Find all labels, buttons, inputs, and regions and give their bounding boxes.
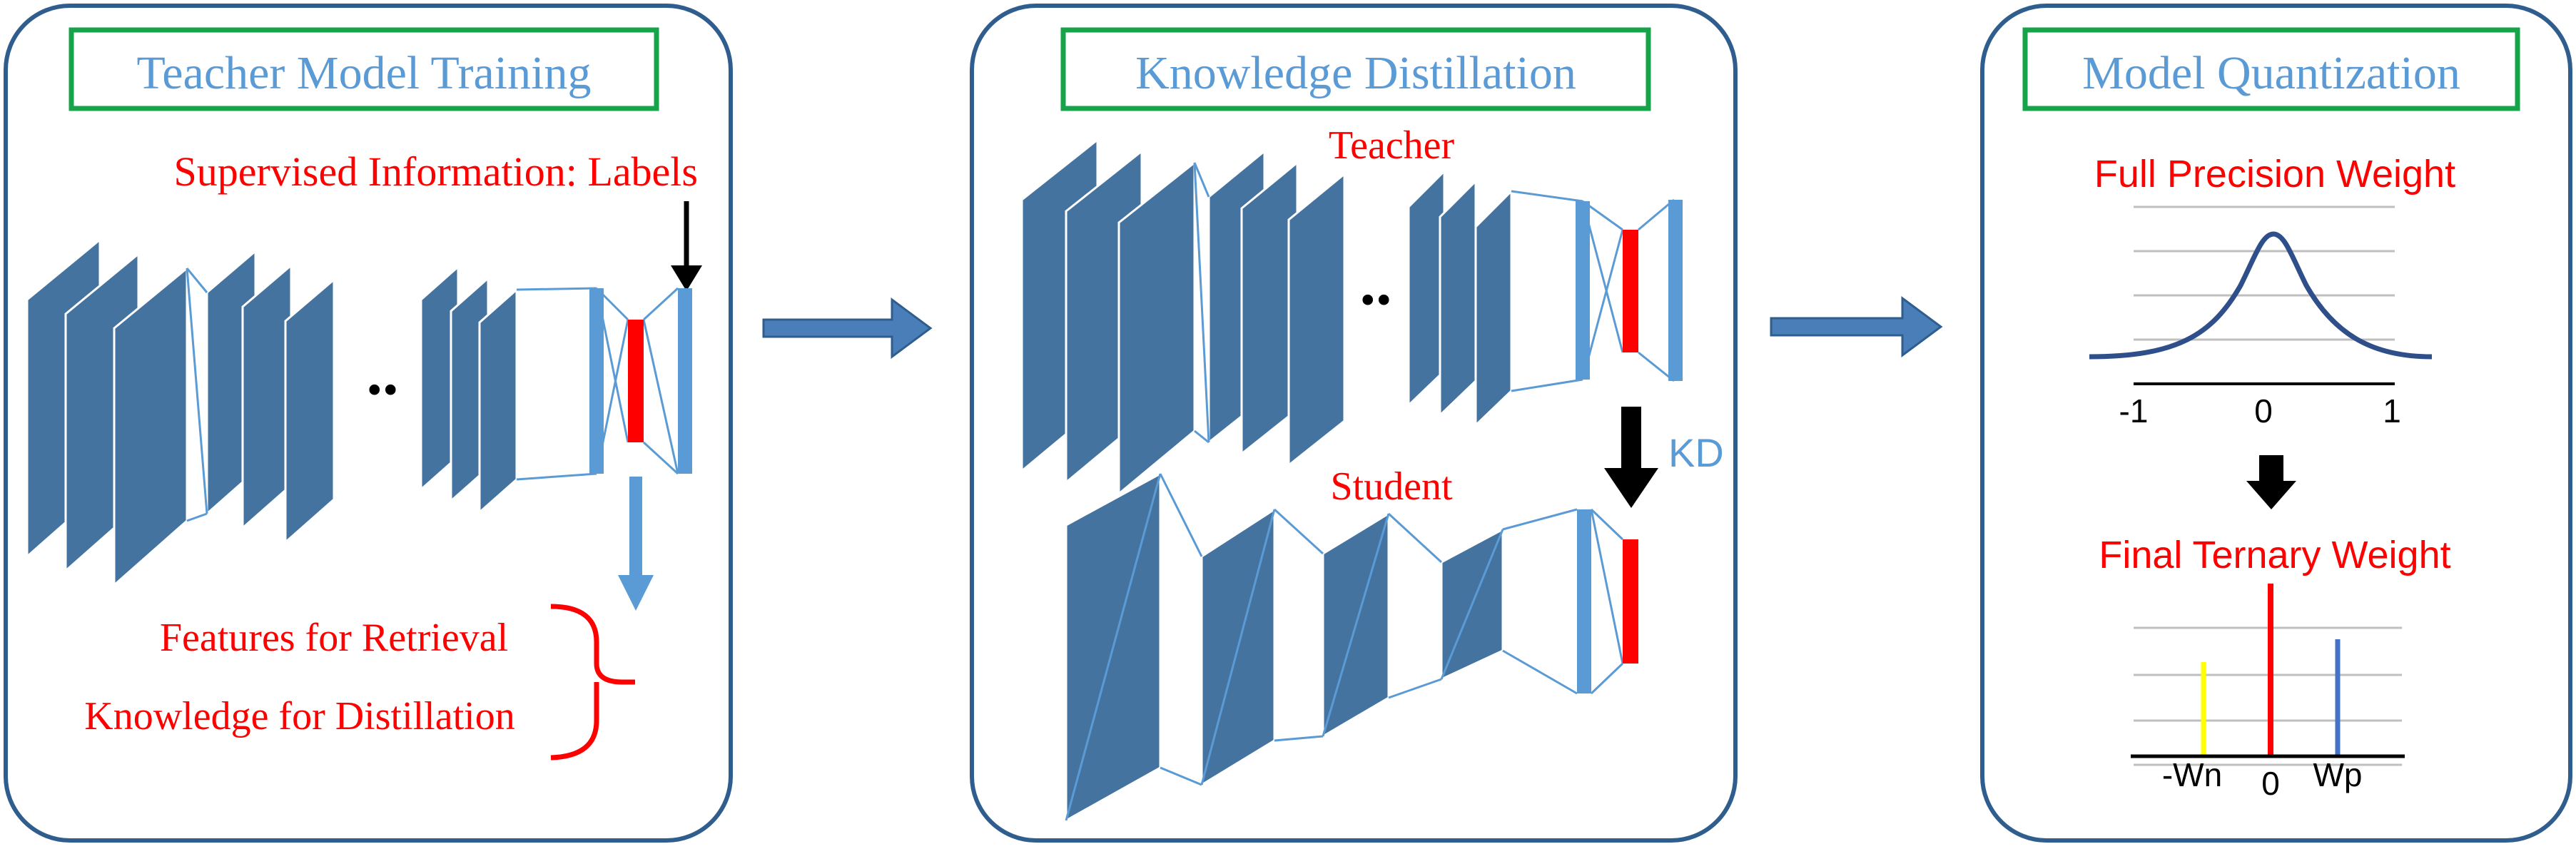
student-connectors (1065, 473, 1624, 821)
gridlines (2134, 205, 2395, 341)
feature-layer-highlight (628, 320, 644, 442)
student-label: Student (1330, 464, 1453, 509)
teacher-label: Teacher (1329, 123, 1455, 168)
down-arrow-icon (671, 201, 702, 291)
panel-teacher-training: Teacher Model Training Supervised Inform… (4, 4, 733, 843)
output-features-label: Features for Retrieval (160, 616, 508, 660)
teacher-output-layer (1668, 200, 1683, 381)
panel-title: Model Quantization (2082, 47, 2460, 99)
teacher-dense-layer (1576, 201, 1590, 380)
brace-icon (550, 604, 635, 761)
kd-arrow-icon (1604, 407, 1658, 508)
panel-quantization: Model Quantization Full Precision Weight… (1980, 4, 2572, 843)
supervision-label: Supervised Information: Labels (174, 148, 699, 195)
tick-label: -1 (2119, 392, 2149, 429)
student-dense-layer (1577, 509, 1591, 693)
teacher-network (1020, 137, 1513, 497)
tick-label: 1 (2383, 392, 2401, 429)
flow-arrow-icon (1770, 296, 1943, 357)
ternary-label: Final Ternary Weight (2099, 534, 2450, 576)
student-network (1065, 472, 1504, 823)
teacher-conv-stack (26, 237, 518, 588)
panel-distillation: Knowledge Distillation Teacher .. (970, 4, 1738, 843)
output-knowledge-label: Knowledge for Distillation (84, 694, 514, 738)
panel-frame (4, 4, 733, 843)
panel-frame (970, 4, 1738, 843)
title-box (1060, 27, 1651, 111)
tick-label: -Wn (2162, 756, 2222, 793)
panel-title: Knowledge Distillation (1135, 47, 1576, 99)
full-precision-label: Full Precision Weight (2094, 153, 2455, 195)
tick-label: Wp (2313, 756, 2363, 793)
title-box (2022, 27, 2520, 111)
title-box (69, 27, 659, 111)
gaussian-curve (2089, 231, 2433, 360)
feature-down-arrow-icon (618, 477, 654, 611)
student-feature-highlight (1623, 539, 1638, 664)
tick-label: 0 (2254, 392, 2273, 429)
panel-title: Teacher Model Training (137, 47, 592, 99)
flow-arrow-icon (762, 298, 933, 359)
teacher-feature-highlight (1623, 230, 1638, 352)
kd-label: KD (1668, 430, 1724, 475)
panel-frame (1980, 4, 2572, 843)
output-layer (678, 288, 692, 474)
ellipsis: .. (1360, 248, 1392, 318)
dense-layer (589, 288, 604, 474)
tick-label: 0 (2261, 765, 2280, 802)
quantize-arrow-icon (2246, 455, 2296, 509)
ellipsis: .. (367, 337, 399, 408)
